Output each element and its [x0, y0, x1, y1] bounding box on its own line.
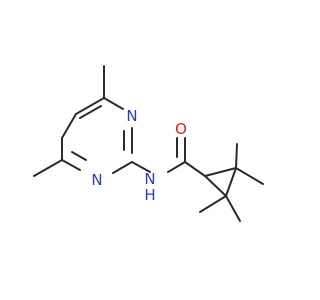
bond-ring-c3-methyl-down: [225, 195, 241, 222]
atom-labels: N N N H O: [91, 107, 187, 204]
bond-c6-n1: [61, 159, 81, 171]
bond-n1-c2: [112, 161, 133, 174]
bond-c4-n3: [103, 97, 124, 110]
bond-ring-c1-c2: [204, 167, 237, 177]
bond-carbonyl-c-ring-c1: [184, 161, 206, 177]
bond-n1-c2-double: [71, 151, 87, 161]
amide-hydrogen-label: H: [144, 186, 155, 204]
bond-c4-c5-double: [79, 105, 102, 119]
bond-c4-c5: [75, 97, 105, 115]
bond-ring-c1-c3: [204, 175, 227, 197]
amide-nitrogen-label: N: [144, 170, 155, 188]
pyrimidine-n3-label: N: [126, 107, 137, 125]
bond-c5-c6: [61, 113, 77, 139]
bond-amide-n-carbonyl-c: [167, 161, 186, 173]
molecule-structure-diagram: N N N H O: [33, 65, 264, 222]
bond-ring-c2-methyl-up: [235, 143, 238, 169]
bond-c6-methyl: [33, 159, 63, 177]
bonds: [33, 65, 264, 222]
pyrimidine-n1-label: N: [91, 171, 102, 189]
bond-ring-c2-c3: [225, 167, 237, 197]
bond-ring-c2-methyl-right: [235, 167, 264, 185]
carbonyl-oxygen-label: O: [175, 120, 187, 138]
bond-ring-c3-methyl-left: [199, 195, 227, 213]
bond-c2-amide-n: [131, 161, 151, 173]
